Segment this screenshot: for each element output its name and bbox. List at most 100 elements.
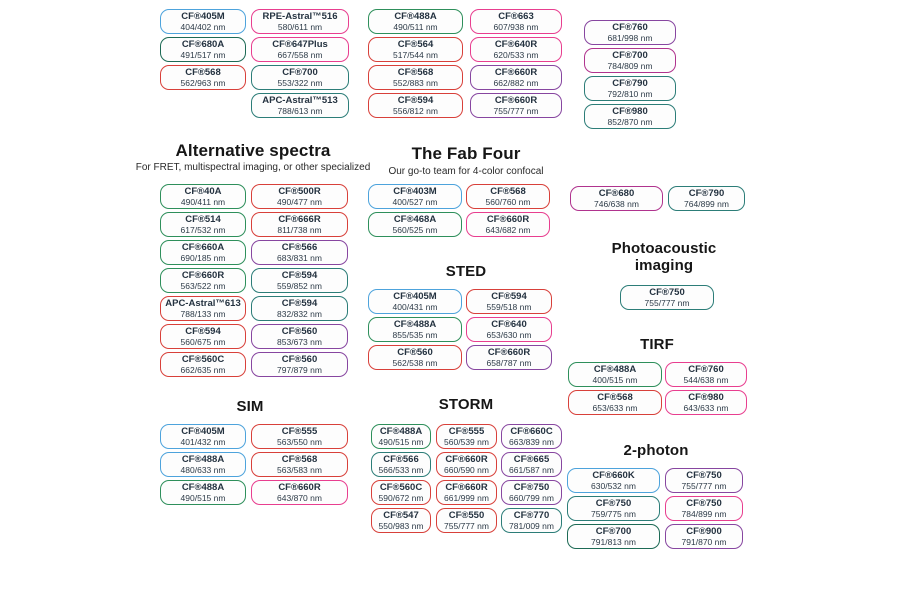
dye-wavelength: 788/613 nm [277,106,323,116]
dye-wavelength: 491/517 nm [180,50,226,60]
dye-wavelength: 660/590 nm [444,465,489,475]
dye-wavelength: 559/852 nm [277,281,322,291]
dye-wavelength: 480/633 nm [180,465,226,475]
dye-wavelength: 643/870 nm [277,493,322,503]
section-subtitle-alternative-spectra: For FRET, multispectral imaging, or othe… [135,162,371,173]
dye-name: CF®980 [688,392,724,403]
section-title-two-photon: 2-photon [623,442,689,459]
dye-wavelength: 797/879 nm [277,365,322,375]
dye-wavelength: 755/777 nm [644,298,690,308]
dye-name: CF®660R [487,347,531,358]
dye-wavelength: 662/882 nm [493,78,539,88]
section-title-sted: STED [445,263,487,280]
dye-name: CF®568 [597,392,633,403]
dye-wavelength: 490/515 nm [180,493,226,503]
dye-wavelength: 404/402 nm [180,22,226,32]
dye-wavelength: 853/673 nm [277,337,322,347]
dye-name: RPE-Astral™516 [262,11,338,22]
dye-wavelength: 560/760 nm [485,197,531,207]
dye-wavelength: 746/638 nm [594,199,639,209]
dye-name: CF®640 [491,319,527,330]
